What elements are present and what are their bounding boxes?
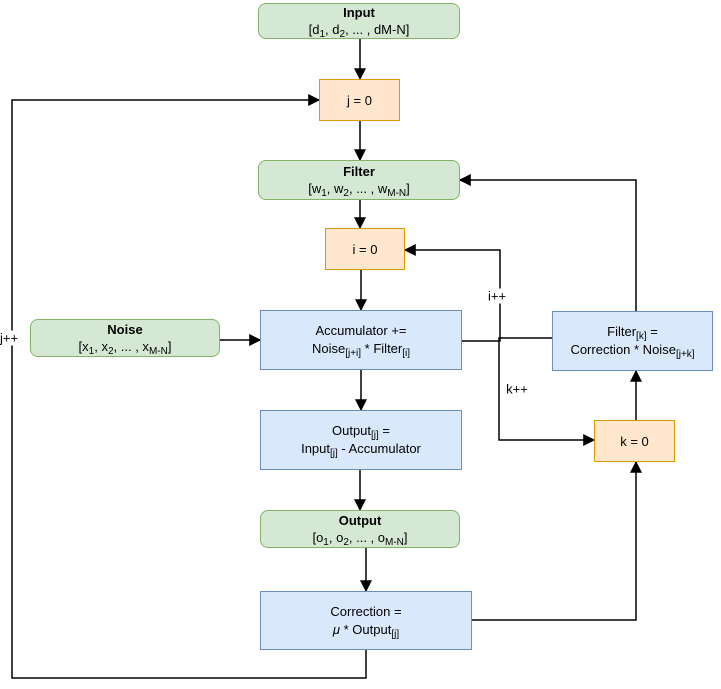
input-node-title: Input [343,5,375,20]
filter-node: Filter [w1, w2, ... , wM-N] [258,160,460,200]
output-j-line1: Output[j] = [331,423,391,441]
accumulator-line1: Accumulator += [315,323,407,338]
i-init-label: i = 0 [352,241,378,257]
noise-node: Noise [x1, x2, ... , xM-N] [30,319,220,357]
input-node-values: [d1, d2, ... , dM-N] [308,22,410,40]
correction-node: Correction = μ * Output[j] [260,591,472,650]
i-init-node: i = 0 [325,228,405,270]
j-increment-label: j++ [0,330,20,346]
input-node: Input [d1, d2, ... , dM-N] [258,3,460,40]
i-increment-label: i++ [486,288,508,304]
k-init-node: k = 0 [594,420,675,462]
j-init-label: j = 0 [347,92,372,108]
correction-line2: μ * Output[j] [332,621,400,640]
connector-j-loop [11,94,367,679]
k-increment-label: k++ [505,381,529,397]
accumulator-node: Accumulator += Noise[j+i] * Filter[i] [260,310,462,370]
output-j-node: Output[j] = Input[j] - Accumulator [260,410,462,470]
filter-k-line1: Filter[k] = [607,324,658,342]
filter-node-values: [w1, w2, ... , wM-N] [308,181,410,199]
filter-node-title: Filter [343,164,375,179]
filter-k-line2: Correction * Noise[j+k] [570,342,695,360]
connector-filterk-to-filter [458,174,637,311]
accumulator-line2: Noise[j+i] * Filter[i] [311,341,411,359]
noise-node-values: [x1, x2, ... , xM-N] [78,339,172,357]
output-j-line2: Input[j] - Accumulator [301,441,421,459]
k-init-label: k = 0 [620,433,649,449]
connector-correction-to-k0 [472,460,642,621]
output-node-values: [o1, o2, ... , oM-N] [312,530,408,548]
filter-k-node: Filter[k] = Correction * Noise[j+k] [552,311,713,371]
connector-k-loop [498,337,596,446]
j-init-node: j = 0 [319,79,400,121]
output-node-title: Output [338,513,382,528]
output-node: Output [o1, o2, ... , oM-N] [260,510,460,548]
noise-node-title: Noise [107,322,143,337]
correction-line1: Correction = [330,603,402,619]
